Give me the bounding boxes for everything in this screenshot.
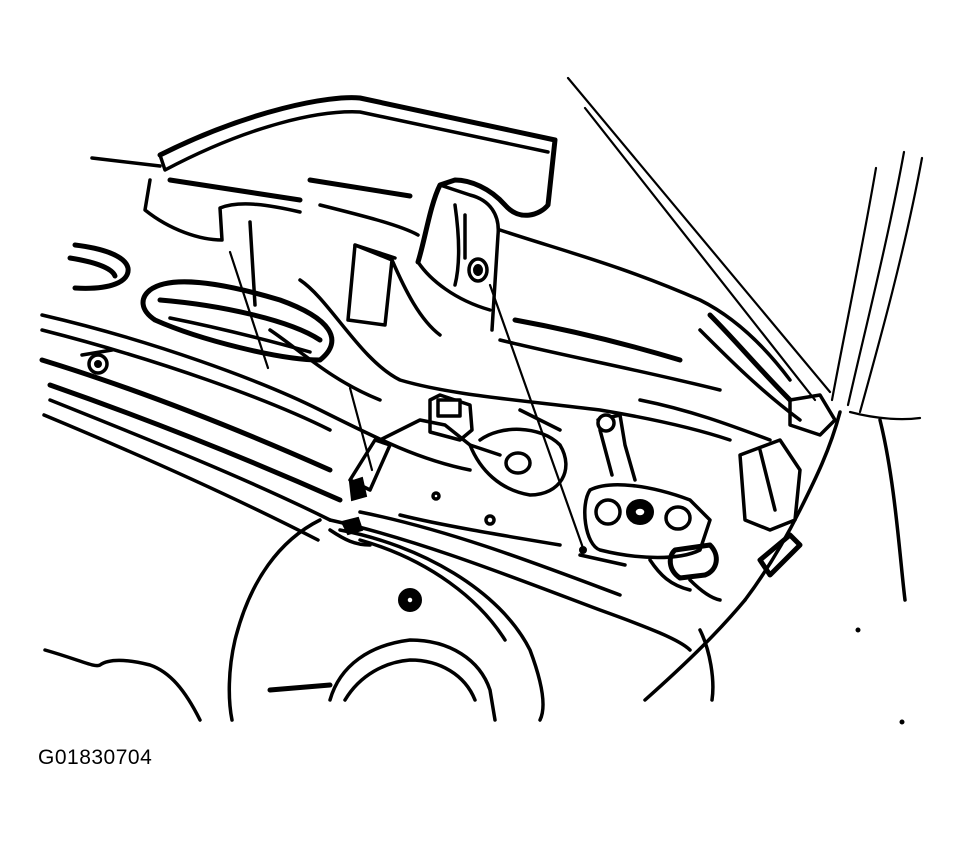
windshield-edge bbox=[566, 76, 924, 421]
grille-slots bbox=[67, 242, 335, 363]
cowl-panel bbox=[90, 95, 558, 332]
strut-tower bbox=[43, 516, 545, 722]
pivot-bracket bbox=[578, 413, 719, 592]
leader-lines bbox=[228, 250, 587, 554]
fender-edge bbox=[698, 418, 907, 725]
wiper-linkage bbox=[348, 393, 568, 547]
cowl-rails bbox=[39, 228, 802, 652]
cowl-insert-block bbox=[248, 220, 442, 337]
rail-bolts bbox=[80, 348, 114, 375]
figure-code: G01830704 bbox=[38, 746, 153, 769]
pillar-base bbox=[643, 393, 842, 702]
